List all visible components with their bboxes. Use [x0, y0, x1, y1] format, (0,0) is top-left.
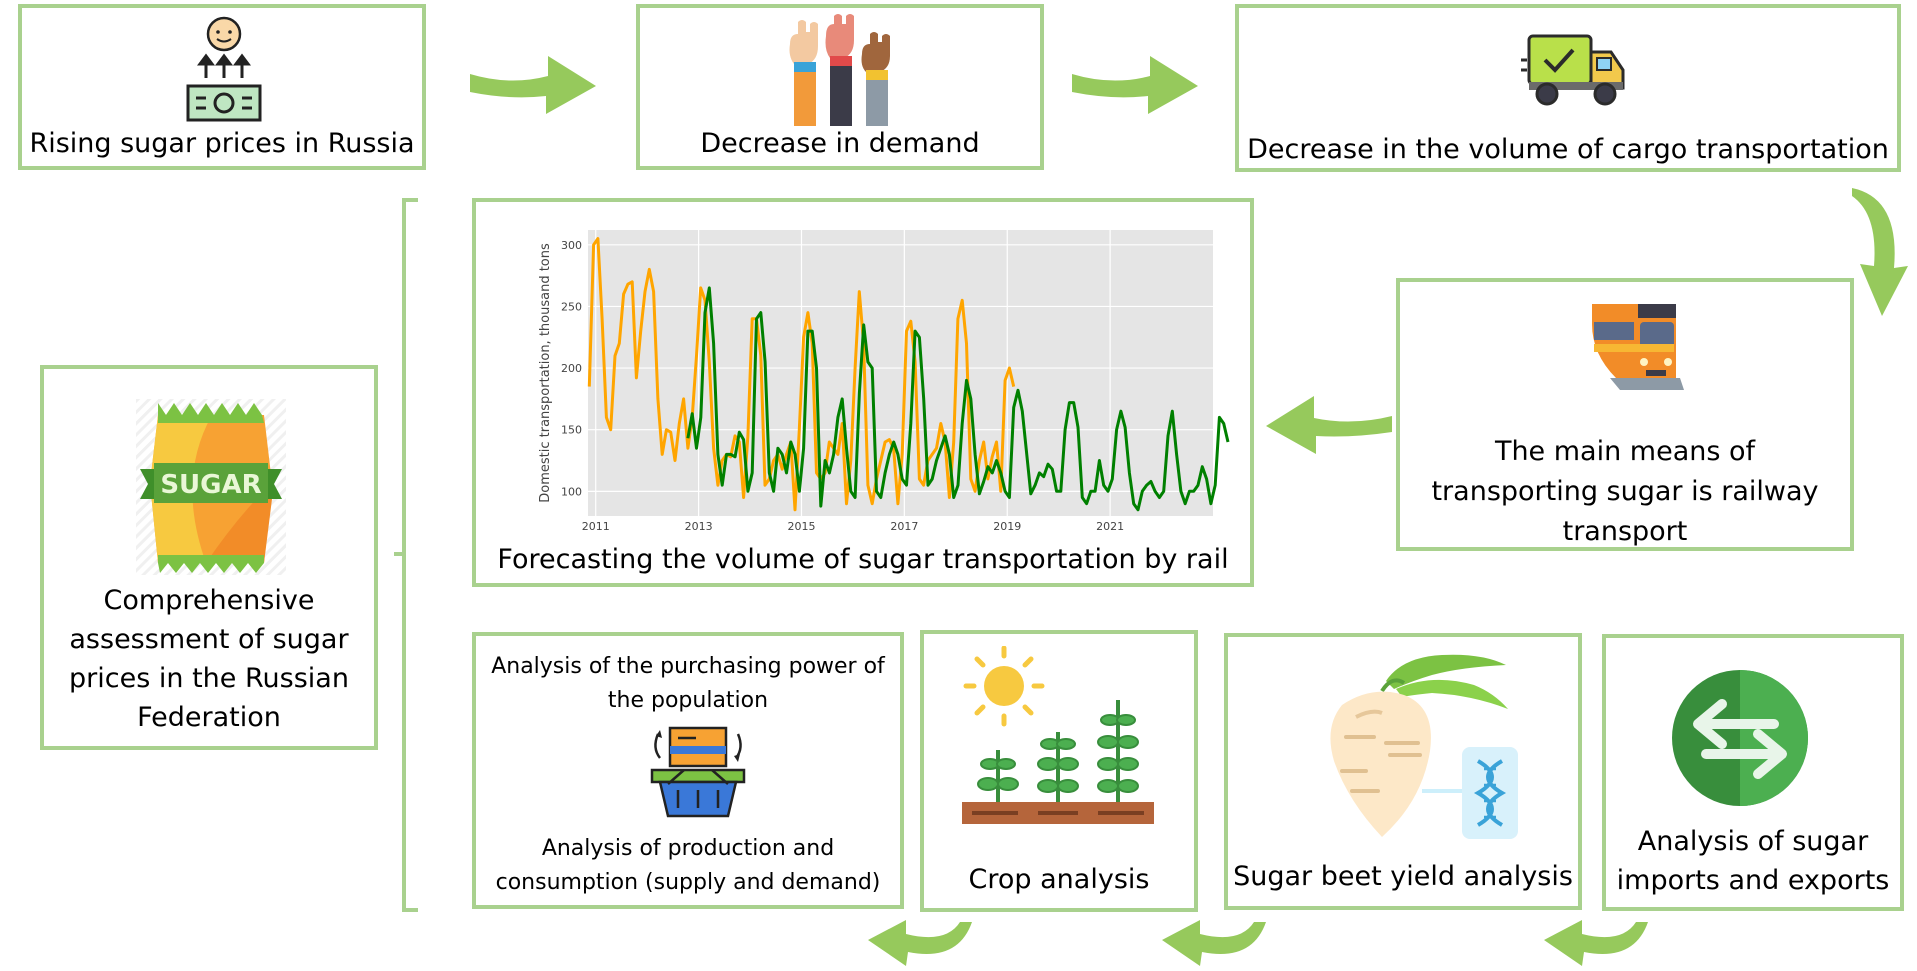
x-tick-label: 2019 [993, 520, 1021, 532]
x-tick-label: 2017 [890, 520, 918, 532]
exchange-arrows-icon [1672, 670, 1808, 806]
comprehensive-label: Comprehensive assessment of sugar prices… [69, 585, 349, 733]
comprehensive-box: SUGAR Comprehensive assessment of sugar … [40, 365, 378, 750]
curved-left-arrow-3-icon [1544, 920, 1648, 966]
right-arrow-1-icon [470, 56, 596, 114]
purchasing-box: Analysis of the purchasing power of the … [472, 632, 904, 909]
purchasing-label: Analysis of the purchasing power of the … [491, 654, 885, 713]
beet-label: Sugar beet yield analysis [1233, 861, 1573, 892]
demand-label: Decrease in demand [700, 128, 980, 159]
crop-label: Crop analysis [968, 864, 1150, 895]
right-arrow-2-icon [1072, 56, 1198, 114]
curved-left-arrow-2-icon [1162, 920, 1266, 966]
crop-growth-icon [962, 646, 1154, 824]
trade-label: Analysis of sugar imports and exports [1616, 826, 1890, 896]
x-tick-label: 2015 [787, 520, 815, 532]
curved-down-arrow-icon [1852, 188, 1908, 316]
shopping-basket-icon [650, 726, 746, 818]
money-rising-icon [186, 16, 262, 122]
y-tick-label: 200 [561, 362, 582, 375]
railway-box: The main means of transporting sugar is … [1396, 278, 1854, 551]
x-tick-label: 2011 [582, 520, 610, 532]
curved-left-arrow-1-icon [868, 920, 972, 966]
cargo-label: Decrease in the volume of cargo transpor… [1247, 134, 1889, 165]
crop-box: Crop analysis [920, 630, 1198, 912]
sugar-bag-label: SUGAR [160, 470, 261, 500]
y-axis-label: Domestic transportation, thousand tons [538, 243, 553, 503]
delivery-truck-icon [1521, 34, 1625, 106]
demand-box: Decrease in demand [636, 4, 1044, 170]
train-icon [1580, 294, 1684, 398]
sugar-beet-dna-icon [1330, 654, 1518, 839]
grouping-bracket [394, 198, 418, 912]
y-tick-label: 250 [561, 300, 582, 313]
forecast-label: Forecasting the volume of sugar transpor… [497, 544, 1229, 575]
production-label: Analysis of production and consumption (… [495, 836, 881, 895]
railway-label: The main means of transporting sugar is … [1431, 436, 1819, 547]
trade-box: Analysis of sugar imports and exports [1602, 634, 1904, 911]
rising-prices-label: Rising sugar prices in Russia [29, 128, 415, 159]
x-tick-label: 2013 [685, 520, 713, 532]
y-tick-label: 150 [561, 424, 582, 437]
left-arrow-icon [1266, 396, 1392, 454]
sugar-bag-icon: SUGAR [136, 399, 286, 575]
x-tick-label: 2021 [1096, 520, 1124, 532]
y-tick-label: 100 [561, 485, 582, 498]
actual-series-line [587, 237, 1016, 512]
beet-box: Sugar beet yield analysis [1224, 633, 1582, 910]
y-tick-label: 300 [561, 239, 582, 252]
cargo-box: Decrease in the volume of cargo transpor… [1235, 4, 1901, 172]
forecast-series-line [686, 286, 1230, 512]
rising-prices-box: Rising sugar prices in Russia [18, 4, 426, 170]
raised-hands-icon [789, 14, 890, 126]
